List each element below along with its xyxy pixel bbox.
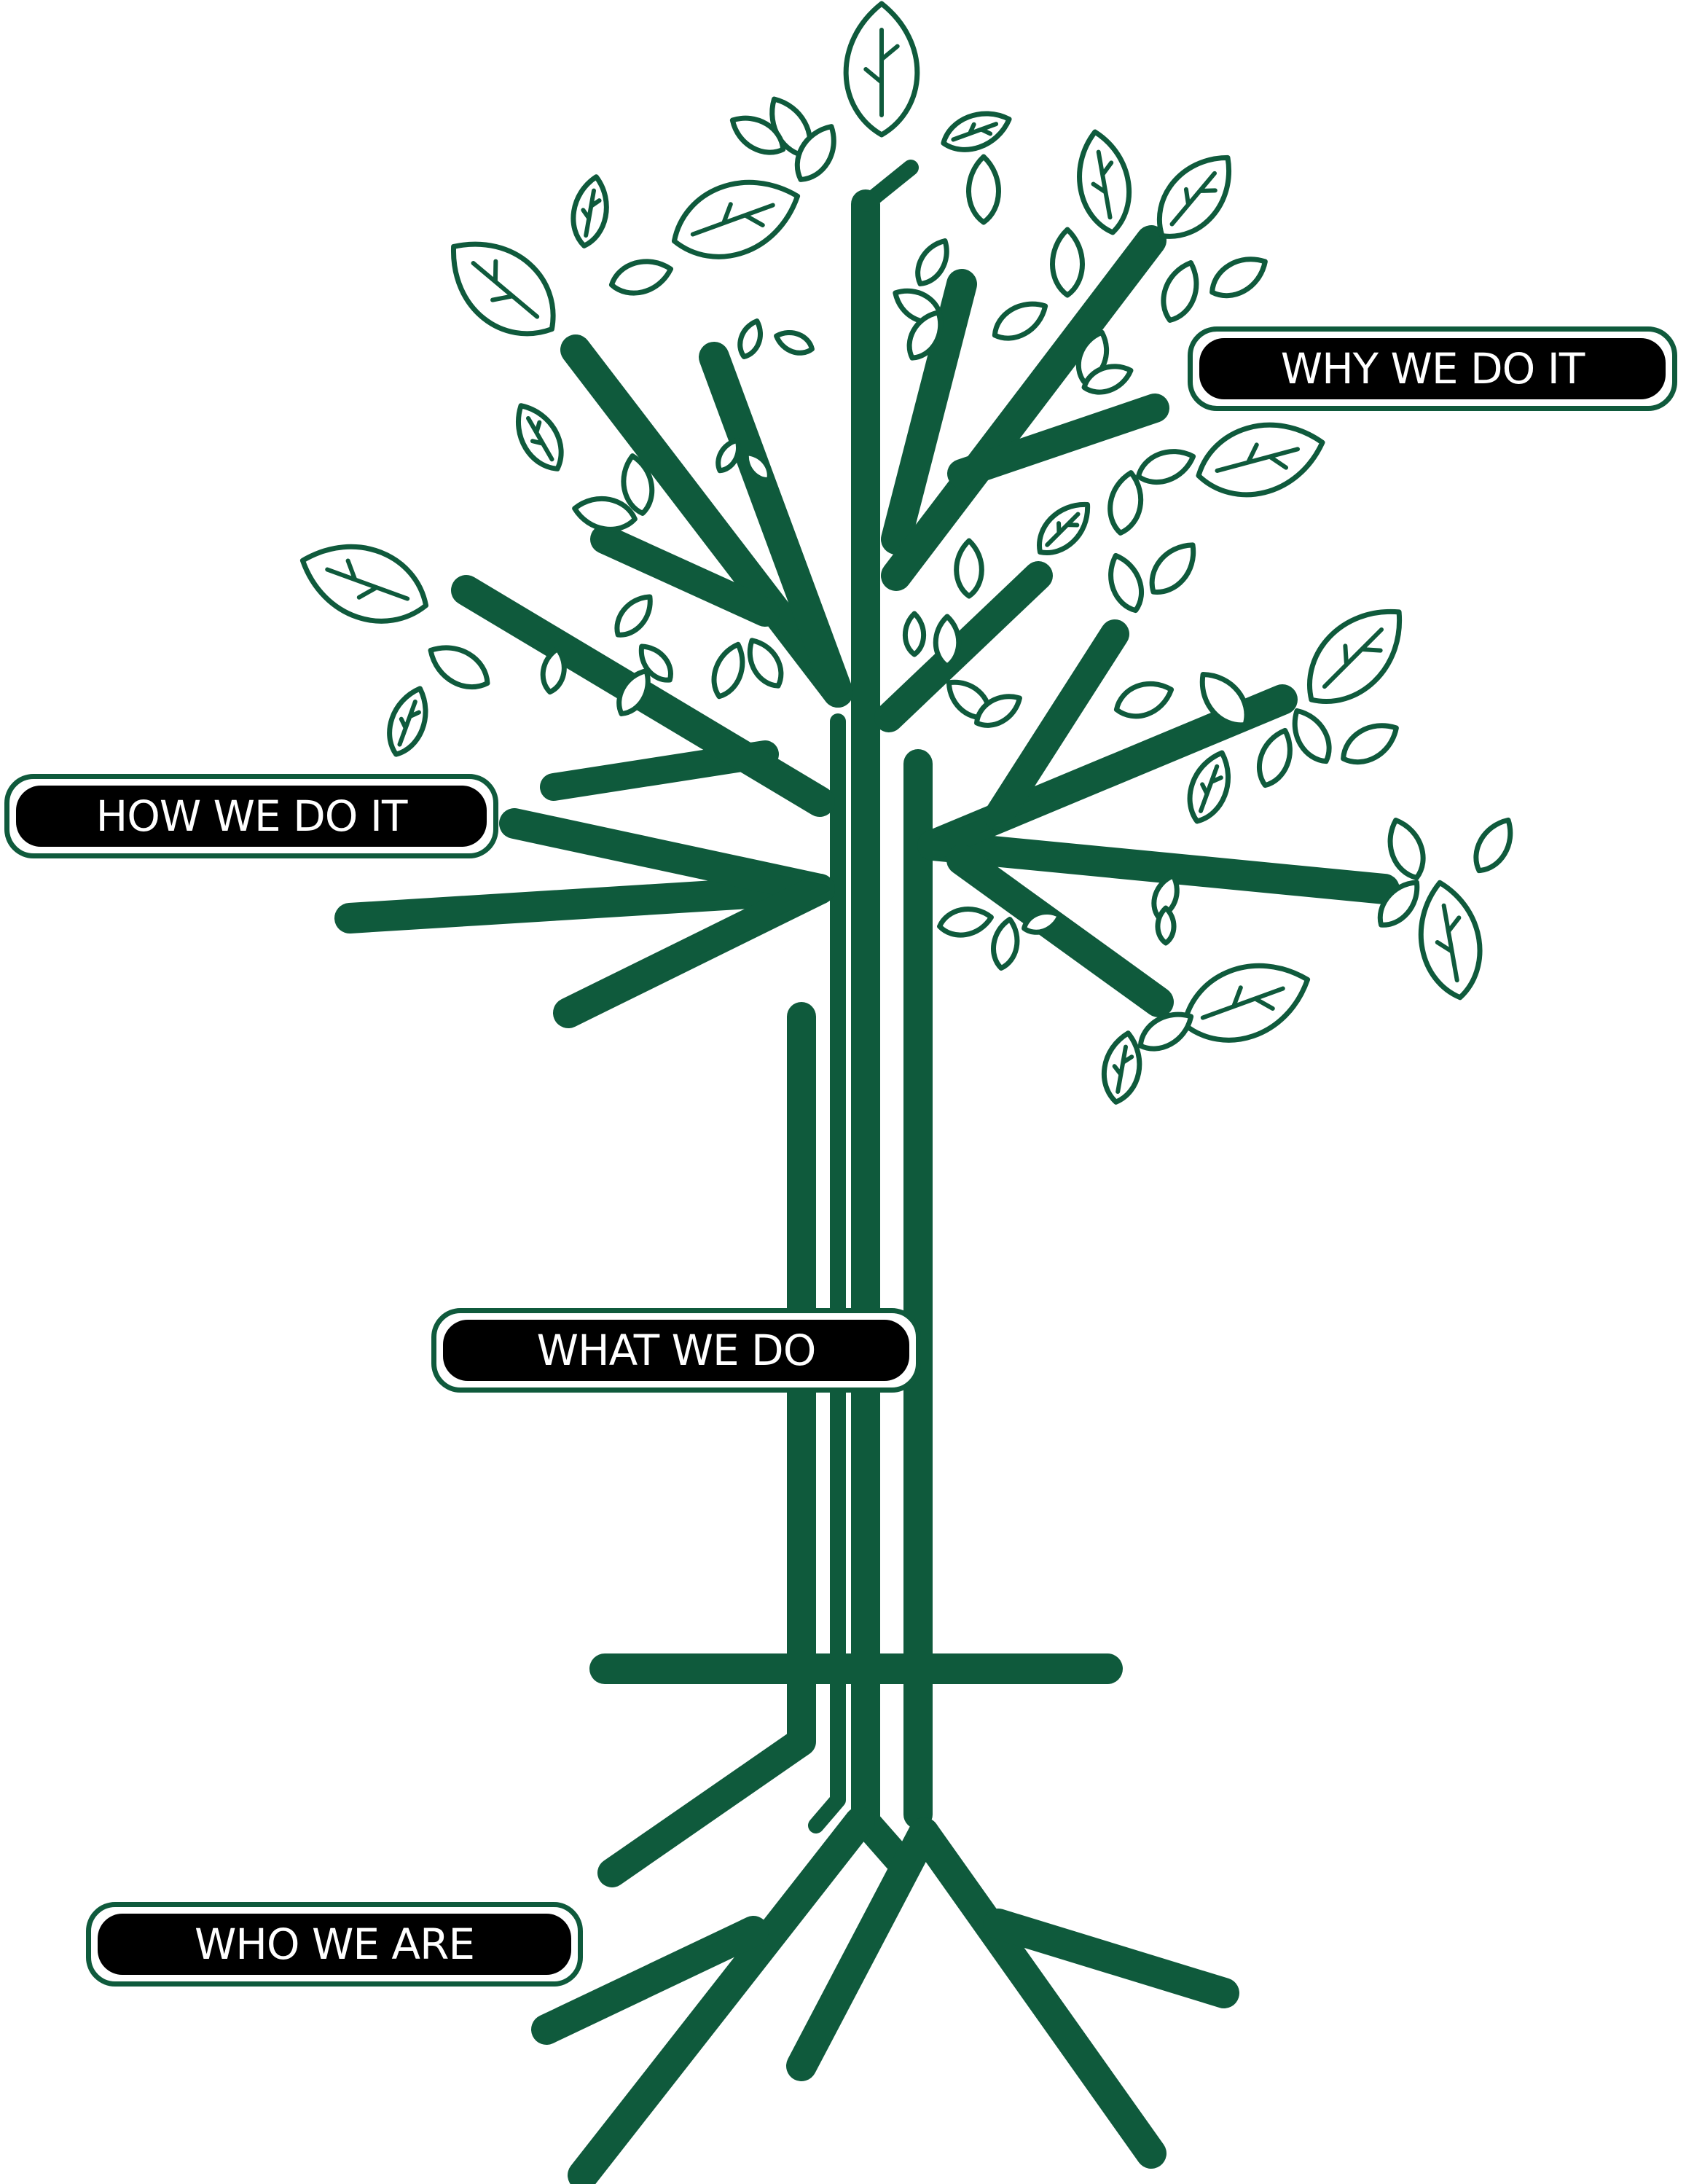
leaf-icon — [843, 1, 920, 138]
leaf-icon — [1135, 449, 1196, 485]
leaf-icon — [1081, 364, 1134, 395]
leaf-icon — [387, 686, 428, 757]
leaf-icon — [1292, 708, 1332, 764]
leaf-icon — [954, 538, 984, 599]
root-center — [786, 1817, 939, 2081]
leaf-icon — [991, 917, 1020, 971]
leaf-icon — [966, 154, 1001, 225]
who-we-are-label: WHO WE ARE — [86, 1902, 583, 1987]
branch-left-upper — [499, 808, 835, 904]
leaf-icon — [937, 907, 994, 938]
leaf-icon — [1022, 909, 1062, 935]
who-we-are-text: WHO WE ARE — [98, 1914, 571, 1975]
branch-right-mid — [947, 394, 1169, 488]
leaf-icon — [572, 496, 638, 532]
leaf-icon — [747, 638, 784, 689]
tree-branches — [334, 160, 1400, 2184]
leaf-icon — [608, 259, 674, 296]
leaf-icon — [794, 124, 836, 182]
leaf-icon — [711, 641, 745, 700]
trunk-strand-left — [597, 1002, 816, 1887]
leaf-icon — [974, 694, 1022, 728]
leaf-icon — [1107, 470, 1144, 536]
branch-left-long — [334, 874, 835, 934]
leaf-icon — [1473, 817, 1513, 874]
leaf-icon — [1156, 154, 1231, 239]
leaf-icon — [1050, 227, 1085, 298]
branch-right-top — [881, 269, 977, 555]
how-we-do-it-label: HOW WE DO IT — [4, 774, 498, 858]
branch-right-low — [874, 561, 1053, 732]
twig-top — [858, 160, 919, 212]
leaf-icon — [1077, 129, 1132, 235]
leaf-icon — [1113, 681, 1175, 719]
leaf-icon — [616, 668, 651, 716]
branch-left-inner — [699, 342, 853, 708]
leaf-icon — [1187, 750, 1231, 824]
root-left-branch — [531, 1916, 769, 2045]
leaf-icon — [571, 174, 609, 248]
leaf-icon — [902, 611, 927, 657]
how-we-do-it-text: HOW WE DO IT — [16, 786, 487, 847]
leaf-icon — [515, 403, 564, 471]
leaf-icon — [621, 453, 655, 516]
branch-right-top2 — [881, 225, 1167, 591]
leaf-icon — [614, 594, 653, 638]
leaf-icon — [1137, 1011, 1194, 1052]
leaf-icon — [737, 318, 763, 359]
leaf-icon — [1341, 723, 1399, 765]
leaf-icon — [1307, 608, 1403, 704]
root-right-branch — [983, 1909, 1239, 2008]
what-we-do-label: WHAT WE DO — [431, 1308, 921, 1393]
branch-left-twig — [590, 525, 780, 627]
leaf-icon — [992, 301, 1048, 341]
root-left-long — [568, 1807, 875, 2184]
leaf-icon — [1108, 552, 1144, 614]
tree-leaves — [299, 1, 1513, 1105]
leaf-icon — [671, 179, 801, 259]
branch-right-long — [917, 830, 1400, 904]
leaf-icon — [1181, 963, 1311, 1043]
leaf-icon — [1257, 727, 1293, 788]
leaf-icon — [540, 646, 567, 695]
branch-right-diagonal — [984, 619, 1129, 831]
leaf-icon — [729, 115, 786, 155]
branch-left-top — [560, 334, 853, 708]
branch-right-lower — [946, 845, 1174, 1017]
leaf-icon — [1199, 672, 1250, 728]
leaf-icon — [1418, 880, 1483, 1001]
leaf-icon — [1196, 422, 1325, 498]
leaf-icon — [299, 544, 429, 624]
leaf-icon — [906, 310, 944, 361]
leaf-icon — [933, 614, 962, 669]
leaf-icon — [941, 111, 1012, 152]
leaf-icon — [451, 241, 556, 337]
leaf-icon — [1387, 818, 1426, 880]
why-we-do-it-label: WHY WE DO IT — [1188, 326, 1677, 411]
leaf-icon — [1155, 905, 1177, 946]
leaf-icon — [915, 238, 949, 286]
leaf-icon — [1101, 1030, 1142, 1105]
trunk-strand-inner — [808, 713, 846, 1833]
leaf-icon — [1161, 260, 1199, 323]
leaf-icon — [428, 645, 490, 689]
trunk-strand-center — [851, 189, 912, 1873]
leaf-icon — [743, 450, 772, 482]
what-we-do-text: WHAT WE DO — [443, 1320, 909, 1381]
leaf-icon — [638, 643, 673, 683]
leaf-icon — [715, 437, 741, 474]
leaf-icon — [1037, 501, 1091, 555]
leaf-icon — [1149, 542, 1196, 595]
root-right-long — [909, 1817, 1167, 2169]
leaf-icon — [774, 330, 815, 356]
why-we-do-it-text: WHY WE DO IT — [1199, 338, 1666, 399]
leaf-icon — [1209, 257, 1268, 299]
branch-left-lower — [553, 874, 835, 1028]
leaf-icon — [1377, 880, 1420, 928]
